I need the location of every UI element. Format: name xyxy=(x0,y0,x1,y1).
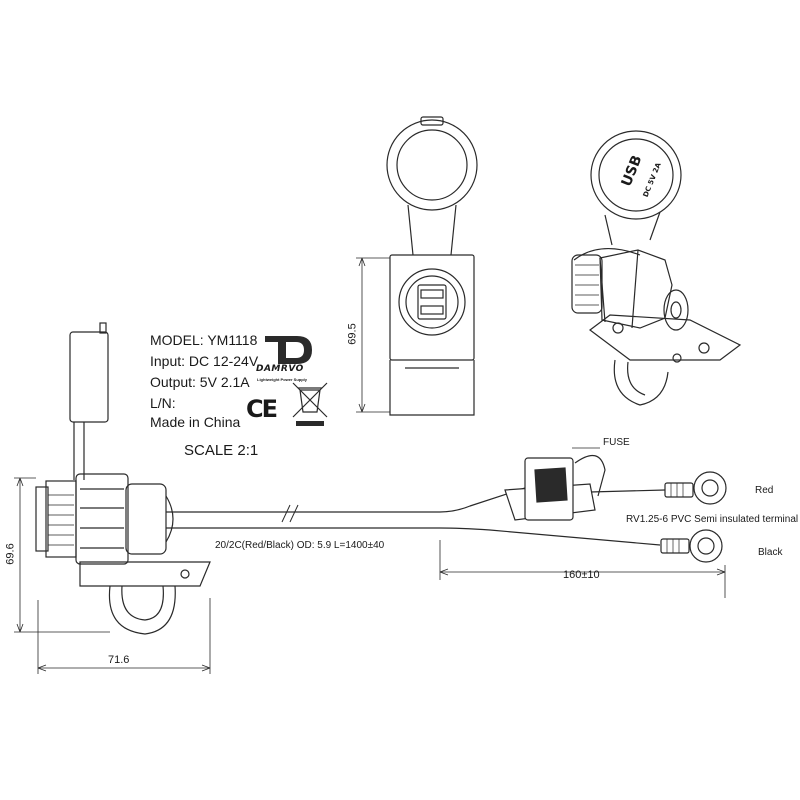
dim-lead-length: 160±10 xyxy=(563,569,600,581)
perspective-view xyxy=(571,130,742,406)
spec-model: MODEL: YM1118 xyxy=(150,332,258,348)
dim-top-height: 69.5 xyxy=(346,323,359,345)
red-lead-label: Red xyxy=(755,485,774,496)
dim-side-height: 69.6 xyxy=(4,543,17,565)
logo-tagline: Lightweight Power Supply xyxy=(257,377,307,382)
ce-mark: CE xyxy=(246,395,278,423)
side-view xyxy=(14,322,211,674)
spec-input: Input: DC 12-24V xyxy=(150,353,259,369)
spec-output: Output: 5V 2.1A xyxy=(150,374,250,390)
scale-label: SCALE 2:1 xyxy=(184,442,259,459)
front-view xyxy=(356,116,478,416)
dim-width: 71.6 xyxy=(108,654,130,666)
terminal-spec-label: RV1.25-6 PVC Semi insulated terminal xyxy=(626,514,799,525)
logo-brand: DAMRVO xyxy=(256,364,304,374)
fuse-label: FUSE xyxy=(603,437,630,448)
spec-ln: L/N: xyxy=(150,395,176,411)
black-lead-label: Black xyxy=(758,547,783,558)
cable-spec-label: 20/2C(Red/Black) OD: 5.9 L=1400±40 xyxy=(215,540,385,551)
weee-bin-symbol xyxy=(292,382,328,426)
cable xyxy=(166,447,727,598)
logo-mark xyxy=(265,336,312,364)
spec-made-in: Made in China xyxy=(150,414,241,430)
